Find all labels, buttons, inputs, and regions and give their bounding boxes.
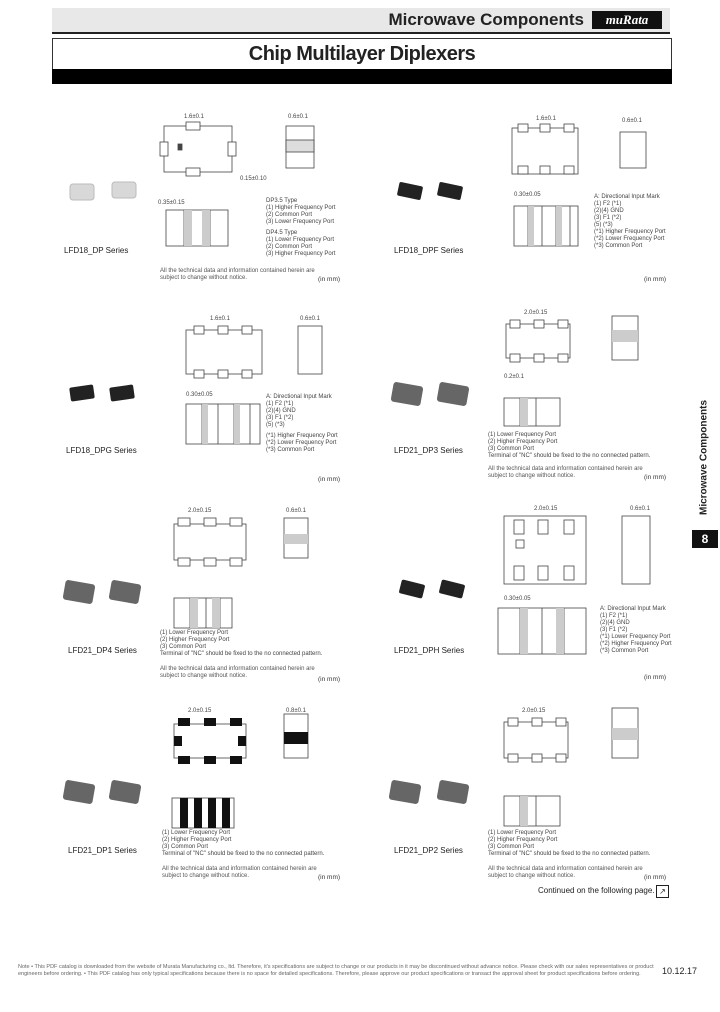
- dim-land: 0.35±0.15: [158, 200, 185, 206]
- legend-block: (1) Lower Frequency Port(2) Higher Frequ…: [162, 830, 325, 857]
- lfd18-dpf-drawing: 1.6±0.1 0.6±0.1 0.30±0.05: [511, 116, 647, 247]
- page-title: Chip Multilayer Diplexers: [248, 43, 476, 65]
- continued-label: Continued on the following page.: [538, 886, 655, 895]
- lfd21-dph-photo: [399, 579, 465, 599]
- series-label: LFD18_DPF Series: [394, 246, 464, 255]
- legend-block: A: Directional Input Mark(1) F2 (*1)(2)(…: [266, 394, 338, 453]
- unit-label: (in mm): [318, 676, 341, 683]
- lfd21-dp2-drawing: 2.0±0.15: [503, 707, 639, 827]
- unit-label: (in mm): [318, 476, 341, 483]
- dim-thickness: 0.6±0.1: [622, 118, 643, 124]
- lfd18-dpf-photo: [397, 182, 463, 200]
- lfd18-dpg-photo: [69, 384, 135, 402]
- disclaimer-note: All the technical data and information c…: [160, 268, 315, 281]
- dim-length: 2.0±0.15: [188, 708, 212, 714]
- series-label: LFD18_DPG Series: [66, 446, 137, 455]
- unit-label: (in mm): [644, 276, 667, 283]
- lfd21-dp2-photo: [388, 780, 470, 804]
- lfd18-dpg-drawing: 1.6±0.1 0.6±0.1 0.30±0.05: [185, 316, 323, 445]
- series-label: LFD21_DP2 Series: [394, 846, 463, 855]
- dim-length: 2.0±0.15: [522, 708, 546, 714]
- dim-pitch: 0.30±0.05: [504, 596, 531, 602]
- unit-label: (in mm): [644, 874, 667, 881]
- series-label: LFD21_DP4 Series: [68, 646, 137, 655]
- legend-block: A: Directional Input Mark(1) F2 (*1)(2)(…: [594, 194, 666, 249]
- legend-block: (1) Lower Frequency Port(2) Higher Frequ…: [488, 830, 651, 857]
- chapter-number: 8: [692, 530, 718, 548]
- dim-length: 1.6±0.1: [210, 316, 231, 322]
- legend-block: DP3.5 Type(1) Higher Frequency Port(2) C…: [266, 198, 336, 257]
- unit-label: (in mm): [318, 276, 341, 283]
- arrow-icon: ↗: [656, 885, 669, 898]
- dim-pitch: 0.30±0.05: [186, 392, 213, 398]
- unit-label: (in mm): [644, 474, 667, 481]
- dim-pad: 0.15±0.10: [240, 176, 267, 182]
- lfd21-dp1-drawing: 2.0±0.15 0.8±0.1: [171, 708, 309, 829]
- series-label: LFD21_DP3 Series: [394, 446, 463, 455]
- section-title: Microwave Components: [388, 10, 584, 29]
- unit-label: (in mm): [318, 874, 341, 881]
- title-bar: [52, 69, 672, 84]
- dim-thickness: 0.6±0.1: [630, 506, 651, 512]
- dim-land: 0.2±0.1: [504, 374, 525, 380]
- dim-length: 2.0±0.15: [524, 310, 548, 316]
- dim-length: 2.0±0.15: [534, 506, 558, 512]
- lfd21-dp4-drawing: 2.0±0.15 0.6±0.1: [173, 508, 309, 629]
- lfd21-dp1-photo: [62, 780, 142, 804]
- series-label: LFD18_DP Series: [64, 246, 129, 255]
- series-label: LFD21_DPH Series: [394, 646, 465, 655]
- lfd21-dp3-drawing: 2.0±0.15 0.2±0.1: [503, 310, 639, 427]
- catalog-date: 10.12.17: [662, 966, 698, 976]
- lfd21-dph-drawing: 2.0±0.15 0.6±0.1 0.30±0.05: [497, 506, 651, 655]
- footer-note: Note • This PDF catalog is downloaded fr…: [18, 964, 654, 977]
- lfd18-dp-photo: [69, 181, 137, 201]
- lfd21-dp4-photo: [62, 580, 142, 604]
- murata-logo: muRata: [592, 11, 662, 29]
- page-header: Microwave Components muRata: [52, 8, 670, 34]
- legend-block: (1) Lower Frequency Port(2) Higher Frequ…: [488, 432, 651, 459]
- disclaimer-note: All the technical data and information c…: [162, 866, 317, 879]
- dim-length: 1.6±0.1: [184, 114, 205, 120]
- disclaimer-note: All the technical data and information c…: [488, 866, 643, 879]
- dim-thickness: 0.6±0.1: [288, 114, 309, 120]
- dim-length: 1.6±0.1: [536, 116, 557, 122]
- dim-thickness: 0.6±0.1: [300, 316, 321, 322]
- disclaimer-note: All the technical data and information c…: [160, 666, 315, 679]
- legend-block: (1) Lower Frequency Port(2) Higher Frequ…: [160, 630, 323, 657]
- title-box: Chip Multilayer Diplexers: [52, 38, 672, 69]
- unit-label: (in mm): [644, 674, 667, 681]
- disclaimer-note: All the technical data and information c…: [488, 466, 643, 479]
- dim-length: 2.0±0.15: [188, 508, 212, 514]
- side-tab: Microwave Components: [692, 396, 714, 526]
- series-label: LFD21_DP1 Series: [68, 846, 137, 855]
- legend-block: A: Directional Input Mark(1) F2 (*1)(2)(…: [600, 606, 672, 654]
- dim-thickness: 0.6±0.1: [286, 508, 307, 514]
- dim-pitch: 0.30±0.05: [514, 192, 541, 198]
- lfd21-dp3-photo: [390, 382, 470, 406]
- lfd18-dp-drawing: 1.6±0.1 0.6±0.1 0.15±0.10 0.35±0.15: [158, 114, 315, 247]
- dim-thickness: 0.8±0.1: [286, 708, 307, 714]
- side-tab-label: Microwave Components: [698, 399, 710, 516]
